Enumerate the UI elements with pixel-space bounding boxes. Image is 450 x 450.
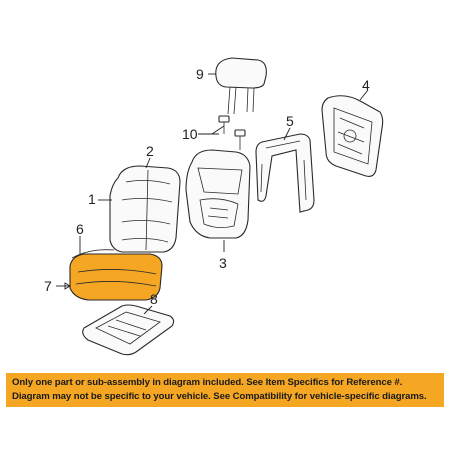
callout-3: 3: [219, 255, 227, 271]
seat-cushion-part: [69, 249, 163, 301]
seat-cushion-highlight: [69, 253, 163, 301]
callout-8: 8: [150, 291, 158, 307]
leader-lines: [56, 73, 369, 315]
callout-10: 10: [182, 126, 198, 142]
disclaimer-line-1: Only one part or sub-assembly in diagram…: [12, 377, 403, 388]
headrest-guide-part: [218, 115, 246, 150]
callout-1: 1: [88, 191, 96, 207]
seat-cushion-frame-part: [82, 304, 175, 356]
seat-back-panel-part: [321, 95, 384, 177]
callout-7: 7: [44, 278, 52, 294]
callout-5: 5: [286, 113, 294, 129]
headrest-part: [215, 57, 267, 115]
callout-9: 9: [196, 66, 204, 82]
disclaimer-line-2: Diagram may not be specific to your vehi…: [12, 391, 427, 402]
seat-back-frame-part: [255, 133, 315, 213]
seat-back-cover-part: [109, 165, 181, 253]
disclaimer-banner: Only one part or sub-assembly in diagram…: [6, 373, 444, 407]
callout-4: 4: [362, 77, 370, 93]
callout-6: 6: [76, 221, 84, 237]
callout-2: 2: [146, 143, 154, 159]
seat-back-pad-part: [185, 149, 251, 239]
